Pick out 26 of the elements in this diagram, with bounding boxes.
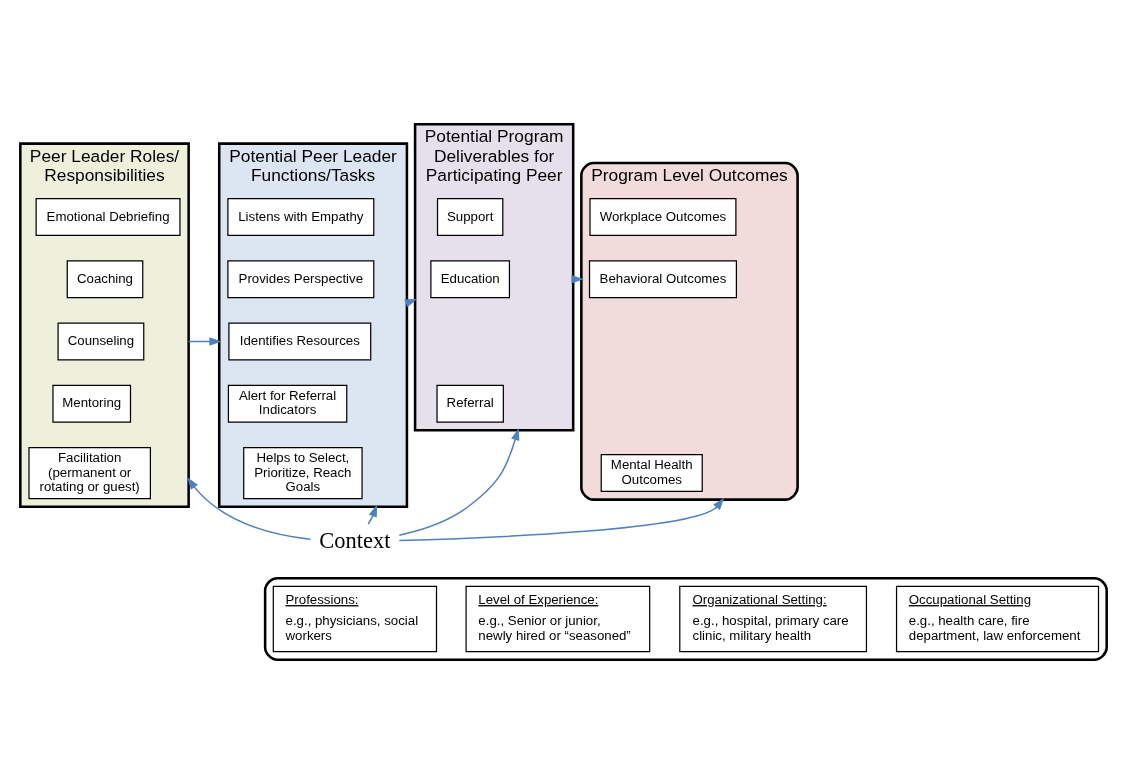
node-text: Context xyxy=(319,527,391,553)
node-box: Support xyxy=(436,197,504,236)
node-box: Professions: e.g., physicians, social workers xyxy=(272,585,438,652)
node-box: Level of Experience: e.g., Senior or junior, newly hired or “seasoned” xyxy=(465,585,651,652)
node-box: Referral xyxy=(436,384,504,423)
node-box: Coaching xyxy=(66,259,144,298)
node-box: Provides Perspective xyxy=(227,259,375,298)
cluster xyxy=(263,576,1108,661)
node-box: Helps to Select, Prioritize, Reach Goals xyxy=(243,446,363,499)
node-box: Occupational Setting e.g., health care, fire department, law enforcement xyxy=(895,585,1100,652)
node-box: Organizational Setting: e.g., hospital, primary care clinic, military health xyxy=(679,585,868,652)
node-box: Workplace Outcomes xyxy=(589,197,737,236)
node-box: Facilitation (permanent or rotating or guest) xyxy=(28,446,151,499)
node-box: Alert for Referral Indicators xyxy=(227,384,348,423)
node-box: Mental Health Outcomes xyxy=(600,453,703,492)
node-box: Listens with Empathy xyxy=(227,197,375,236)
node-box: Education xyxy=(430,259,511,298)
arrow xyxy=(187,476,312,540)
arrow xyxy=(398,497,725,541)
node-box: Emotional Debriefing xyxy=(35,197,181,236)
node-box: Mentoring xyxy=(52,384,132,423)
node-box: Behavioral Outcomes xyxy=(588,259,737,298)
node-box: Identifies Resources xyxy=(228,322,372,360)
arrow xyxy=(187,336,222,346)
arrow xyxy=(398,427,520,536)
node-box: Counseling xyxy=(57,322,145,360)
